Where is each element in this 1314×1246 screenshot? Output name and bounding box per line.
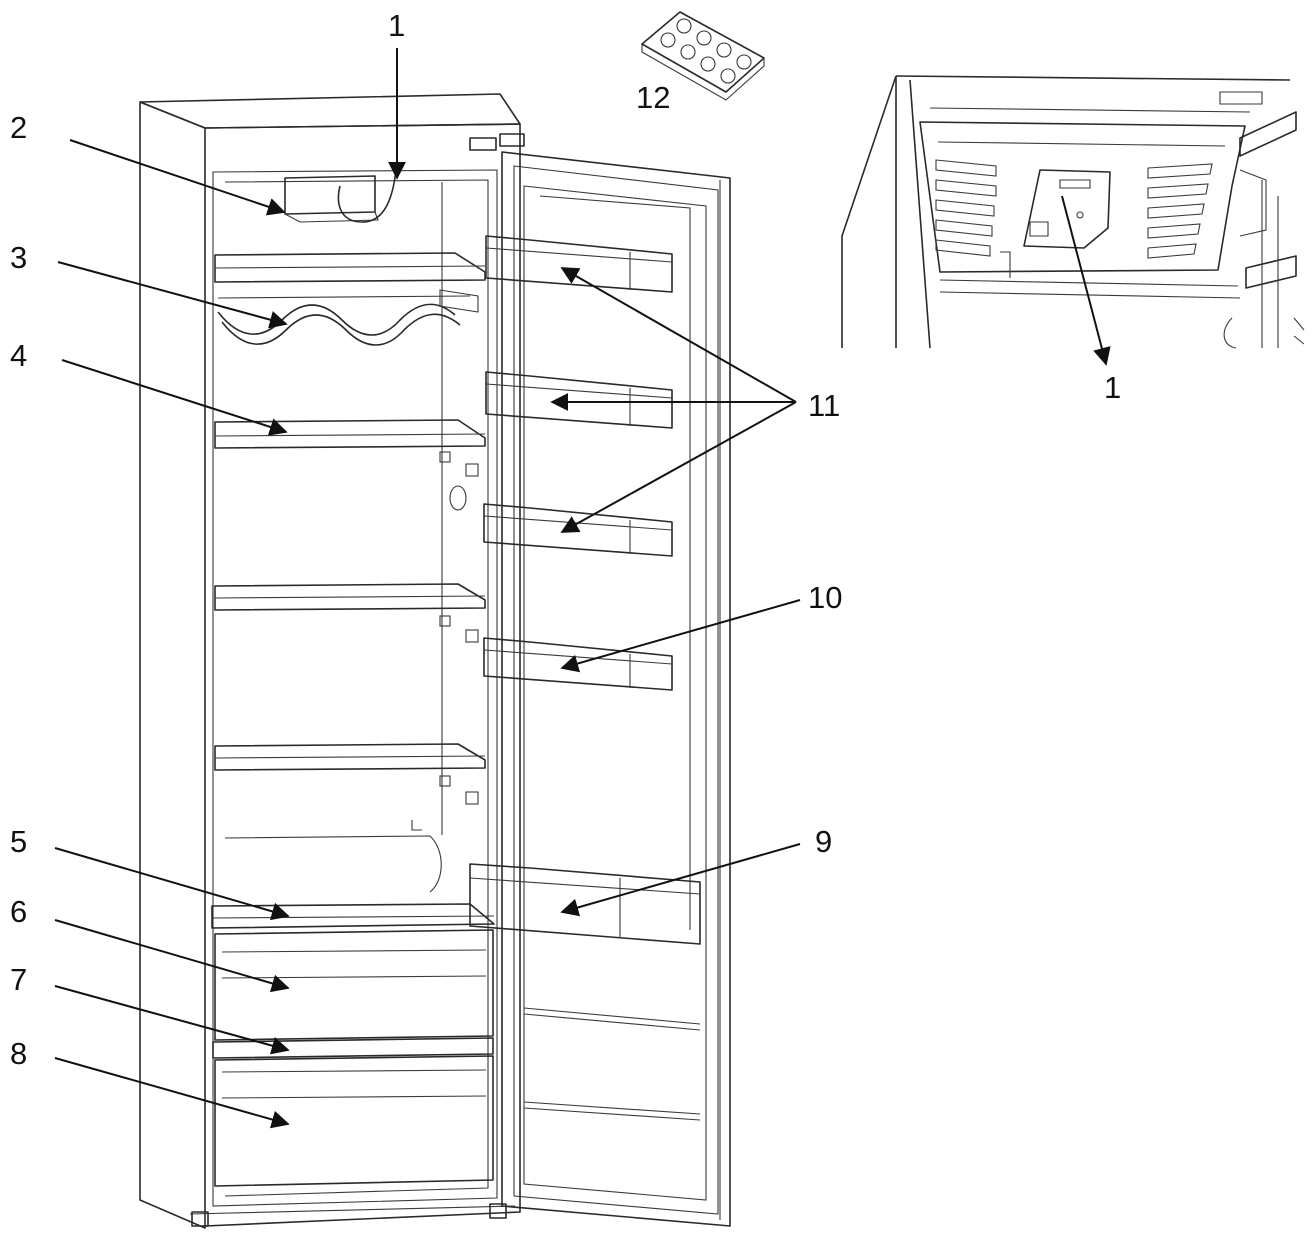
label-1-detail: 1 bbox=[1104, 370, 1121, 405]
leader-7 bbox=[54, 985, 290, 1055]
label-4: 4 bbox=[10, 338, 27, 373]
label-8: 8 bbox=[10, 1036, 27, 1071]
leader-2 bbox=[69, 139, 286, 216]
door-balcony-top bbox=[485, 235, 673, 293]
glass-shelf-lower bbox=[214, 743, 486, 771]
glass-shelf-middle bbox=[214, 583, 486, 611]
label-10: 10 bbox=[808, 580, 842, 615]
leader-1-detail bbox=[1061, 195, 1111, 366]
crisper-cover-plate bbox=[211, 835, 495, 929]
leader-4 bbox=[61, 359, 288, 436]
egg-tray bbox=[641, 11, 765, 101]
label-1: 1 bbox=[388, 8, 405, 43]
wine-rack bbox=[217, 289, 479, 346]
label-9: 9 bbox=[815, 824, 832, 859]
label-6: 6 bbox=[10, 894, 27, 929]
leader-6 bbox=[54, 919, 290, 993]
label-2: 2 bbox=[10, 110, 27, 145]
leader-11c bbox=[560, 401, 797, 533]
door-balcony-second bbox=[485, 371, 673, 429]
shelf-top bbox=[214, 252, 486, 283]
label-7: 7 bbox=[10, 962, 27, 997]
callout-labels: 1 2 3 4 5 6 7 8 9 10 11 12 1 bbox=[10, 8, 1121, 1071]
crisper-drawer-upper bbox=[214, 929, 494, 1041]
light-detail-view bbox=[841, 75, 1305, 349]
leader-lines bbox=[54, 48, 1111, 1129]
leader-11a bbox=[560, 267, 797, 403]
leader-8 bbox=[54, 1057, 290, 1129]
crisper-drawer-lower bbox=[214, 1055, 494, 1187]
leader-10 bbox=[560, 599, 801, 673]
leader-5 bbox=[54, 847, 290, 921]
door-lower-panels bbox=[523, 1007, 701, 1121]
leader-9 bbox=[560, 843, 801, 917]
drawer-divider bbox=[212, 1037, 494, 1059]
glass-shelf bbox=[214, 419, 486, 449]
label-3: 3 bbox=[10, 240, 27, 275]
door-balcony-third bbox=[483, 503, 673, 557]
label-5: 5 bbox=[10, 824, 27, 859]
fridge-door bbox=[501, 151, 731, 1227]
shelf-supports bbox=[411, 451, 479, 831]
light-housing bbox=[284, 159, 398, 223]
label-12: 12 bbox=[636, 80, 670, 115]
label-11: 11 bbox=[808, 388, 840, 423]
leader-3 bbox=[57, 261, 288, 329]
door-bottle-balcony bbox=[469, 863, 701, 945]
